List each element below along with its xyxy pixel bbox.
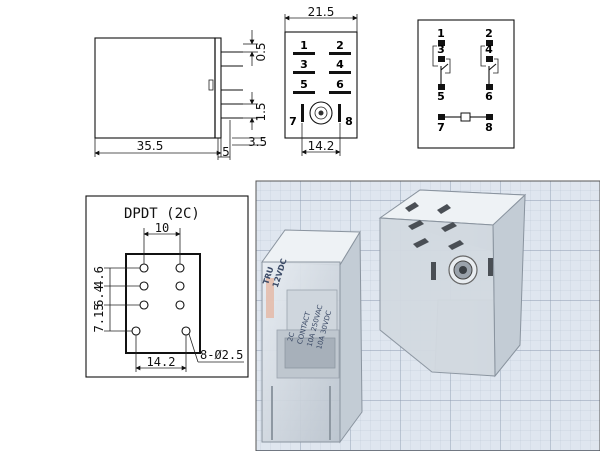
dim-0-5: 0.5 xyxy=(254,42,268,61)
sch-pin-8: 8 xyxy=(485,121,493,134)
dim-10: 10 xyxy=(155,221,169,235)
relay-front: TRU 12VDC 2C CONTACT 10A 250VAC 10A 30VD… xyxy=(261,229,363,444)
sch-pin-7: 7 xyxy=(437,121,445,134)
dim-14-2-top: 14.2 xyxy=(308,139,335,153)
footprint-holes xyxy=(131,263,191,336)
schematic-diagram: 1 3 5 2 4 6 7 8 xyxy=(417,19,515,149)
relay-rear xyxy=(378,189,527,378)
footprint-title: DPDT (2C) xyxy=(124,206,200,222)
dim-3-5: 3.5 xyxy=(248,135,267,149)
sch-pin-5: 5 xyxy=(437,90,445,103)
schematic-frame xyxy=(417,19,515,149)
top-pin-8: 8 xyxy=(345,115,353,128)
side-pins xyxy=(221,51,243,119)
sch-pin-1: 1 xyxy=(437,27,445,40)
top-pin-6: 6 xyxy=(336,78,344,91)
footprint-outline xyxy=(125,253,201,354)
top-pin-1: 1 xyxy=(300,39,308,52)
sch-pin-6: 6 xyxy=(485,90,493,103)
sch-pin-4: 4 xyxy=(485,43,493,56)
dim-1-5: 1.5 xyxy=(254,102,268,121)
coil-terminal-circle xyxy=(309,101,333,125)
hole-note: 8-Ø2.5 xyxy=(200,348,243,362)
top-view-body xyxy=(284,31,358,139)
top-pin-3: 3 xyxy=(300,58,308,71)
svg-text:2C: 2C xyxy=(286,331,296,342)
top-pin-7: 7 xyxy=(289,115,297,128)
dim-35-5: 35.5 xyxy=(137,139,164,153)
dim-5: 5 xyxy=(222,145,230,159)
dim-14-2-foot: 14.2 xyxy=(147,355,176,369)
dim-4-6: 4.6 xyxy=(92,266,106,288)
side-view-drawing: 0.5 1.5 35.5 5 3.5 xyxy=(94,30,268,160)
top-pin-4: 4 xyxy=(336,58,344,71)
dim-7-15: 7.15 xyxy=(92,304,106,333)
relay-body-outline xyxy=(94,37,216,139)
top-pin-5: 5 xyxy=(300,78,308,91)
relay-photo: TRU 12VDC 2C CONTACT 10A 250VAC 10A 30VD… xyxy=(255,180,600,451)
dim-21-5: 21.5 xyxy=(308,5,335,19)
top-view-drawing: 21.5 1 2 3 4 5 6 7 8 14.2 xyxy=(284,5,358,156)
coil-symbol xyxy=(460,112,471,122)
sch-pin-3: 3 xyxy=(437,43,445,56)
footprint-drawing: DPDT (2C) 10 4.6 6.4 7.15 14.2 8-Ø2.5 xyxy=(85,195,249,378)
footprint-frame xyxy=(85,195,249,378)
top-pin-2: 2 xyxy=(336,39,344,52)
dim-6-4: 6.4 xyxy=(92,285,106,307)
sch-pin-2: 2 xyxy=(485,27,493,40)
